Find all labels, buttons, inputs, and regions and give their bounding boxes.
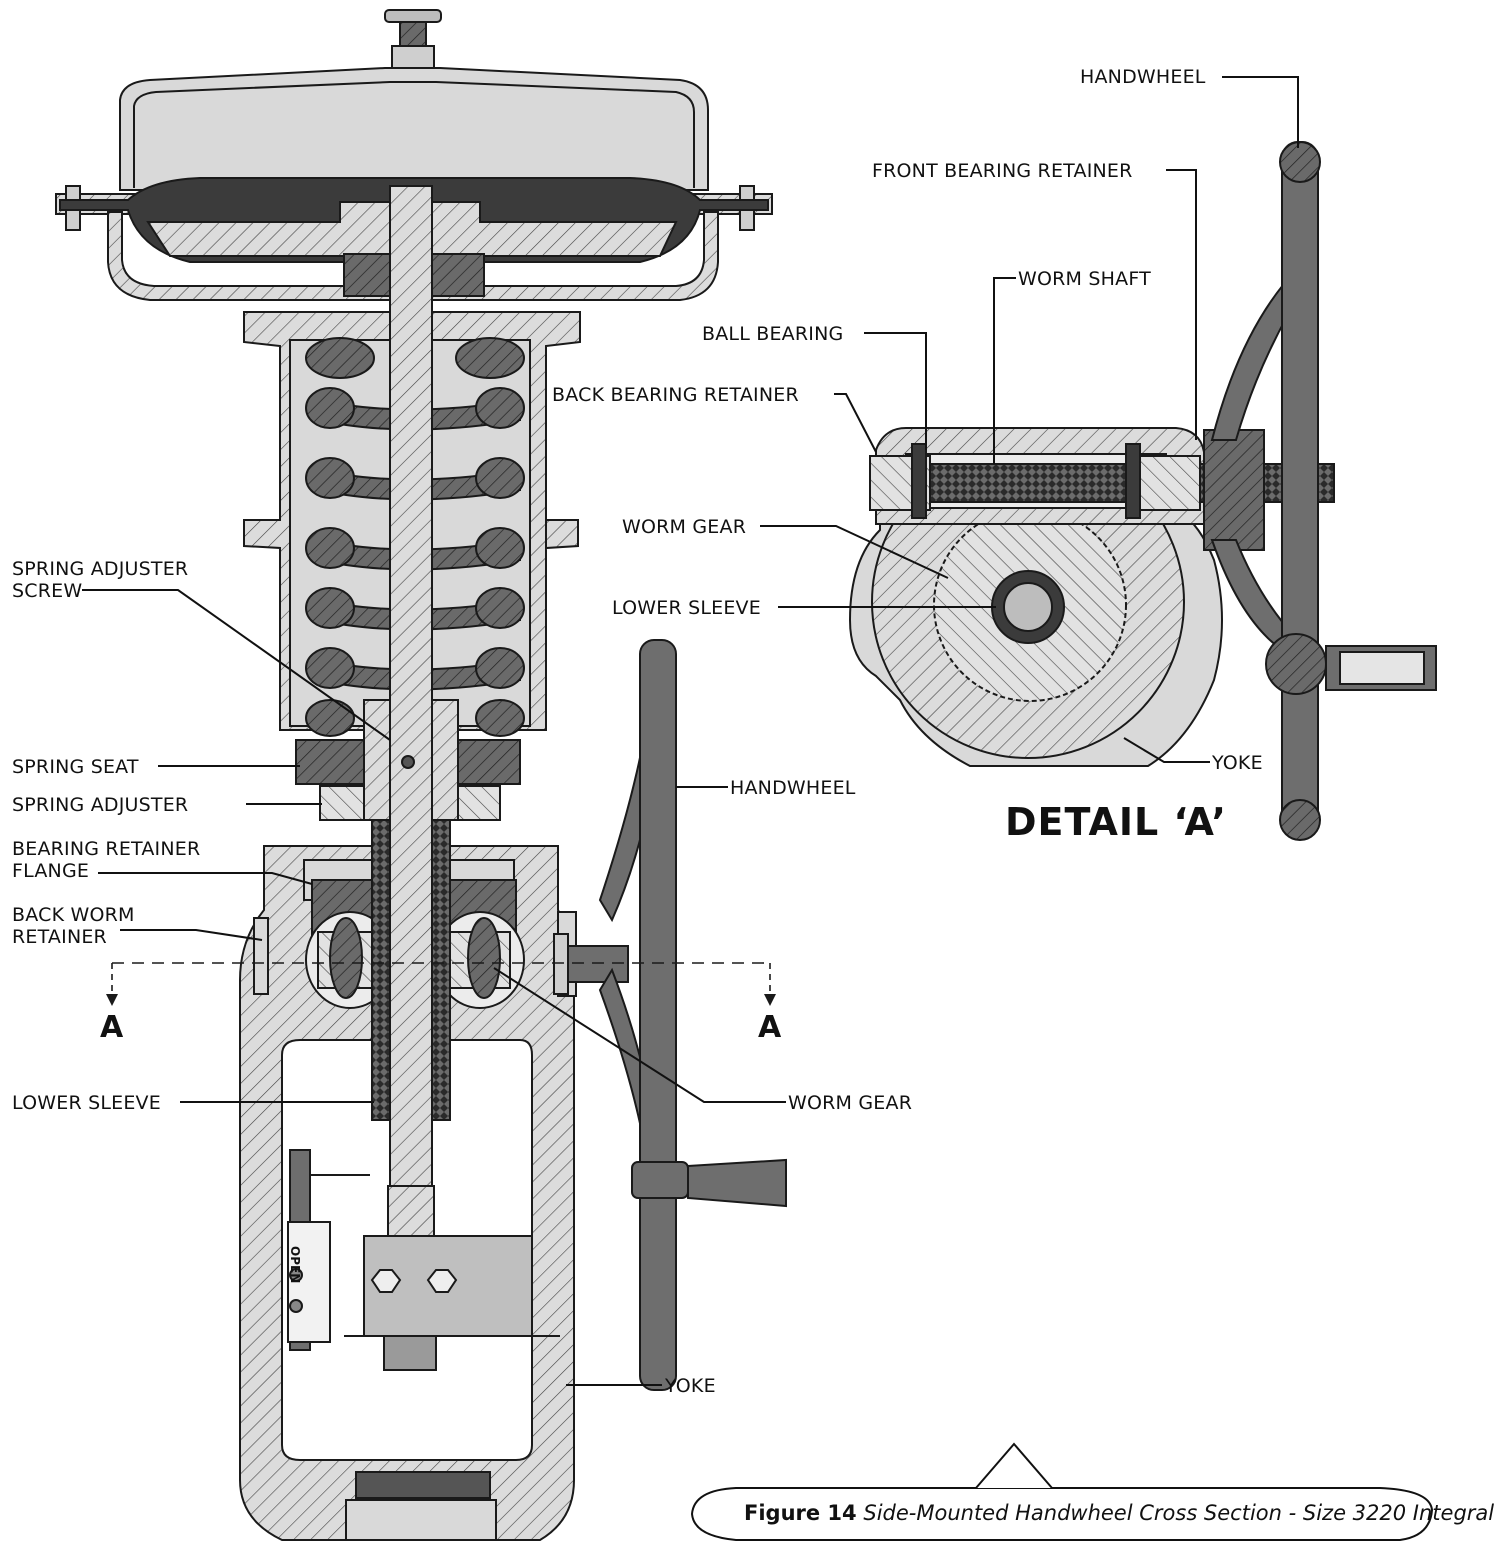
lower-sleeve — [371, 819, 391, 1121]
detail-label-handwheel: HANDWHEEL — [1080, 66, 1206, 88]
detail-label-front-bearing-retainer: FRONT BEARING RETAINER — [872, 160, 1133, 182]
main-handwheel — [553, 639, 787, 1391]
label-spring-adjuster: SPRING ADJUSTER — [12, 794, 189, 816]
vent-cap — [384, 9, 442, 71]
section-marker-left: A — [100, 1010, 124, 1045]
label-yoke: YOKE — [665, 1375, 716, 1397]
label-lower-sleeve: LOWER SLEEVE — [12, 1092, 161, 1114]
caption-text: Side-Mounted Handwheel Cross Section - S… — [863, 1501, 1494, 1525]
lower-diaphragm-casing — [107, 211, 719, 301]
detail-handwheel-rim — [1281, 141, 1319, 839]
detail-label-worm-shaft: WORM SHAFT — [1018, 268, 1151, 290]
actuator-main-view — [55, 9, 787, 1541]
label-handwheel: HANDWHEEL — [730, 777, 856, 799]
label-bearing-retainer-flange: BEARING RETAINER FLANGE — [12, 838, 201, 882]
detail-label-yoke: YOKE — [1212, 752, 1263, 774]
detail-label-ball-bearing: BALL BEARING — [702, 323, 844, 345]
caption-number: Figure 14 — [744, 1501, 857, 1525]
section-marker-right: A — [758, 1010, 782, 1045]
cross-section-figure: SPRING ADJUSTER SCREW SPRING SEAT SPRING… — [12, 9, 1494, 1541]
caption-callout — [690, 1442, 1434, 1541]
label-back-worm-retainer: BACK WORM RETAINER — [12, 904, 135, 948]
detail-title: DETAIL ‘A’ — [1005, 800, 1227, 844]
travel-indicator — [287, 1149, 370, 1351]
drawing-canvas — [55, 9, 1437, 1541]
actuator-stem — [389, 185, 433, 1187]
detail-a-view — [848, 141, 1437, 841]
label-spring-seat: SPRING SEAT — [12, 756, 139, 778]
label-worm-gear: WORM GEAR — [788, 1092, 913, 1114]
handwheel-rim — [639, 639, 677, 1391]
detail-label-lower-sleeve: LOWER SLEEVE — [612, 597, 761, 619]
figure-caption: Figure 14 Side-Mounted Handwheel Cross S… — [744, 1501, 1494, 1525]
indicator-open-text: OPEN — [288, 1246, 302, 1284]
leader-lines — [82, 76, 1299, 1386]
detail-label-back-bearing-retainer: BACK BEARING RETAINER — [552, 384, 799, 406]
label-spring-adjuster-screw: SPRING ADJUSTER SCREW — [12, 558, 189, 602]
detail-label-worm-gear: WORM GEAR — [622, 516, 747, 538]
upper-diaphragm-casing — [119, 67, 709, 191]
detail-handwheel — [1203, 141, 1437, 841]
